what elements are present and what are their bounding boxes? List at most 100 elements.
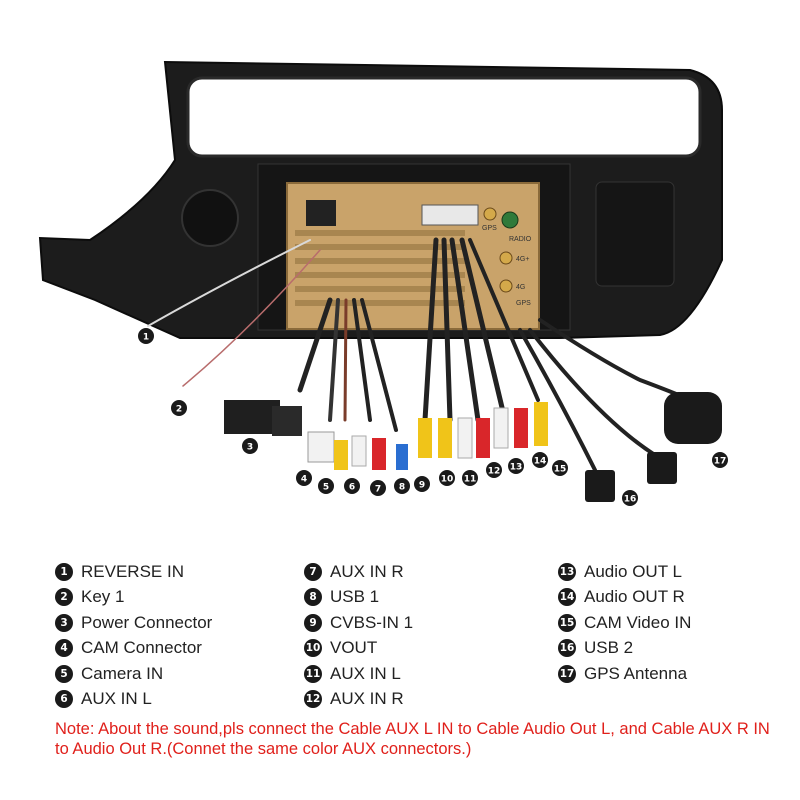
legend-label: AUX IN R [330,689,404,709]
legend-label: USB 2 [584,638,634,658]
gps-antenna [664,392,722,444]
legend-number-badge: 15 [558,613,576,632]
callout-circle [171,400,187,416]
legend-number-badge: 13 [558,562,576,581]
legend-number-badge: 12 [304,690,322,709]
callout-badge: 4 [296,470,312,486]
wiring-diagram: GPS RADIO 4G+ 4G GPS [38,60,728,506]
legend-number-badge: 16 [558,639,576,658]
callout-circle [296,470,312,486]
legend-item: 14 Audio OUT R [558,585,691,611]
callout-badge: 10 [439,470,455,486]
legend-label: Key 1 [81,587,125,607]
radio-port [501,211,519,229]
legend-item: 13 Audio OUT L [558,559,691,585]
callout-number: 2 [176,405,182,415]
fourg-plus-label: 4G+ [516,256,529,263]
callout-number: 10 [441,475,454,485]
harness-socket-left [306,200,336,226]
legend-label: USB 1 [330,587,380,607]
callout-circle [394,478,410,494]
rca-cam-video-in [534,402,548,446]
callout-number: 5 [323,483,329,493]
legend-label: Audio OUT R [584,587,685,607]
frame-vent [181,189,239,247]
fourg-plus-port [499,251,513,265]
cam-connector [307,431,335,463]
rca-audio-out-r [514,408,528,448]
callout-number: 14 [534,457,547,467]
legend-number-badge: 9 [304,613,322,632]
callout-number: 1 [143,333,149,343]
legend-label: VOUT [330,638,378,658]
callout-number: 9 [419,481,425,491]
rca-audio-out-l [493,407,509,449]
legend-item: 6 AUX IN L [55,687,212,713]
callout-number: 6 [349,483,355,493]
legend-label: AUX IN R [330,561,404,581]
callout-number: 8 [399,483,405,493]
callout-circle [552,460,568,476]
callout-number: 3 [247,443,253,453]
callout-badge: 14 [532,452,548,468]
callout-number: 12 [488,467,501,477]
harness-socket-mid [421,204,479,226]
legend-item: 9 CVBS-IN 1 [304,610,413,636]
callout-badge: 9 [414,476,430,492]
callout-number: 16 [624,495,637,505]
callout-circle [242,438,258,454]
legend-label: Audio OUT L [584,561,682,581]
legend-number-badge: 2 [55,588,73,607]
callout-number: 15 [554,465,567,475]
rca-aux-in-l2 [457,417,473,459]
connectors [224,392,722,502]
legend-label: CVBS-IN 1 [330,612,414,632]
callout-badge: 13 [508,458,524,474]
callout-badge: 7 [370,480,386,496]
legend-number-badge: 5 [55,664,73,683]
callout-circle [318,478,334,494]
legend-number-badge: 4 [55,639,73,658]
callout-badge: 1 [138,328,154,344]
legend-number-badge: 6 [55,690,73,709]
callout-badge: 17 [712,452,728,468]
frame-side-panel [595,181,675,287]
rca-aux-in-r2 [476,418,490,458]
callout-badge: 6 [344,478,360,494]
legend-number-badge: 3 [55,613,73,632]
callout-badge: 8 [394,478,410,494]
legend-number-badge: 11 [304,664,322,683]
sound-note: Note: About the sound,pls connect the Ca… [55,720,770,758]
legend-number-badge: 14 [558,588,576,607]
rca-aux-in-r [372,438,386,470]
callout-badge: 11 [462,470,478,486]
rca-aux-in-l [351,435,367,467]
callout-circle [462,470,478,486]
callout-badge: 2 [171,400,187,416]
callout-number: 11 [464,475,477,485]
legend-item: 5 Camera IN [55,661,212,687]
legend-number-badge: 17 [558,664,576,683]
callout-circle [439,470,455,486]
fourg-label: 4G [516,284,525,291]
legend-label: AUX IN L [81,689,152,709]
rca-vout [438,418,452,458]
callout-badge: 15 [552,460,568,476]
legend-label: Camera IN [81,663,164,683]
callout-circle [414,476,430,492]
callout-circle [508,458,524,474]
legend-label: Power Connector [81,612,213,632]
gps2-label: GPS [516,300,531,307]
callout-circle [622,490,638,506]
callout-badge: 16 [622,490,638,506]
